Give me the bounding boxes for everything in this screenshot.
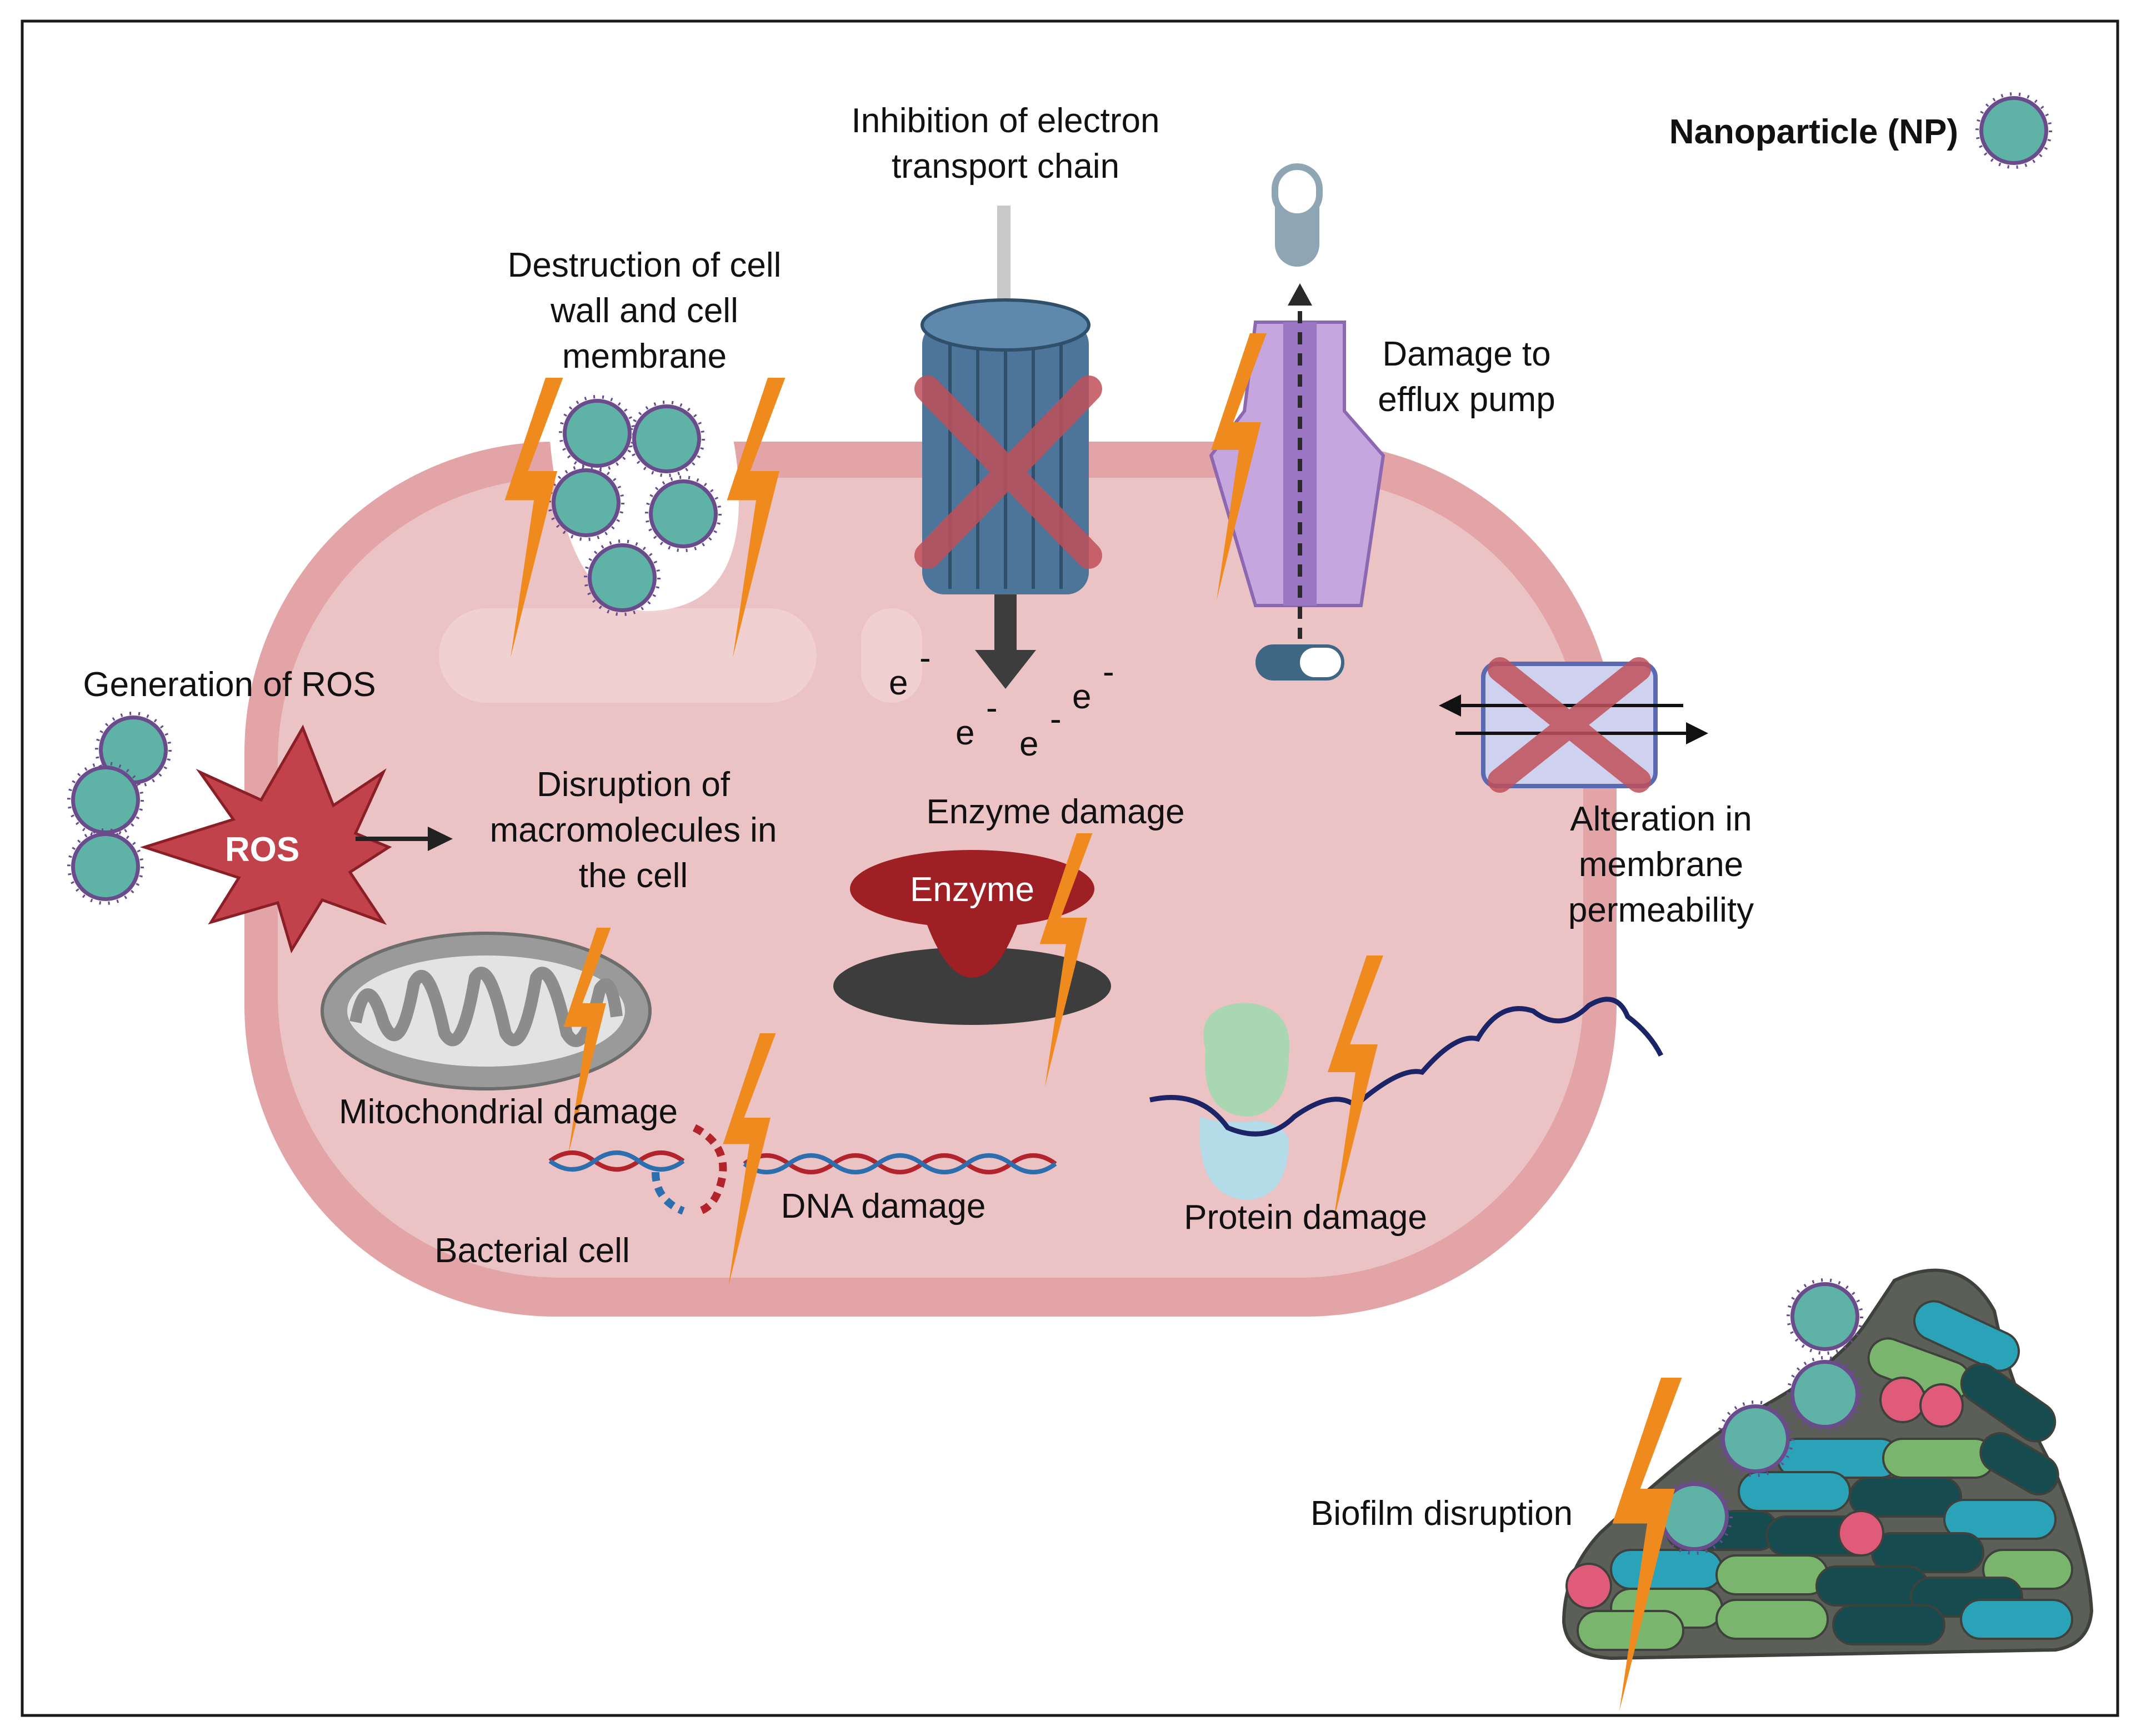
efflux-label-line2: efflux pump [1378, 381, 1555, 419]
cell-membrane-highlight-2 [861, 608, 922, 703]
dna-right-red [743, 1153, 1057, 1174]
electrons: e - e - e - e - [889, 639, 1114, 763]
dna-left-red [548, 1150, 685, 1172]
efflux-arrow-head [1288, 283, 1312, 306]
dna-left-blue [548, 1150, 685, 1172]
electron-4: e [1072, 678, 1091, 716]
electron-4-charge: - [1103, 653, 1114, 691]
etc-top [921, 298, 1090, 352]
wall-label-line1: Destruction of cell [508, 246, 782, 284]
electron-1: e [889, 664, 908, 702]
ros-burst-label: ROS [225, 831, 299, 869]
electron-transport-chain [914, 206, 1102, 689]
biofilm [1562, 1268, 2094, 1711]
ros-generation-label: Generation of ROS [83, 666, 376, 704]
protein-chain [1149, 997, 1664, 1137]
dna-broken-blue [652, 1172, 685, 1215]
mito-label: Mitochondrial damage [339, 1093, 678, 1131]
electron-3-charge: - [1050, 700, 1062, 738]
efflux-pump [1209, 163, 1385, 681]
mitochondrion [321, 928, 652, 1154]
enzyme-damage-label: Enzyme damage [926, 793, 1184, 831]
electron-2: e [956, 714, 974, 752]
permeability-label-line3: permeability [1568, 891, 1754, 929]
membrane-permeability [1439, 657, 1708, 793]
ros-arrow-head [428, 827, 453, 851]
etc-label-line2: transport chain [892, 147, 1119, 186]
etc-cross [914, 376, 1102, 569]
ros-burst [139, 724, 392, 954]
legend-label: Nanoparticle (NP) [1669, 113, 1958, 151]
enzyme-body [850, 850, 1094, 928]
biofilm-label: Biofilm disruption [1310, 1494, 1573, 1533]
enzyme-group [833, 833, 1111, 1087]
enzyme-substrate [833, 947, 1111, 1025]
permeability-cross [1488, 657, 1651, 793]
permeability-arrow-out-head [1686, 722, 1708, 744]
efflux-capsule-top-light [1272, 163, 1323, 220]
enzyme-label: Enzyme [910, 870, 1034, 909]
protein-blue [1199, 1117, 1289, 1200]
permeability-label-line2: membrane [1579, 846, 1743, 884]
protein-green [1203, 1003, 1289, 1117]
cell-membrane-highlight [439, 608, 817, 703]
etc-arrow-head [975, 650, 1036, 689]
electron-1-charge: - [919, 639, 931, 677]
protein-group [1149, 955, 1664, 1222]
efflux-label-line1: Damage to [1382, 335, 1550, 373]
wall-label-line2: wall and cell [550, 292, 738, 330]
macro-label-line2: macromolecules in [490, 811, 777, 849]
electron-2-charge: - [986, 689, 998, 727]
etc-stalk [997, 206, 1011, 317]
ros-generation [69, 713, 453, 954]
etc-arrow-shaft [994, 594, 1017, 656]
etc-label-line1: Inhibition of electron [852, 102, 1160, 140]
wall-destruction-group [504, 378, 786, 658]
dna-right-blue [743, 1153, 1057, 1174]
macro-label-line1: Disruption of [537, 766, 731, 804]
dna-broken-red [692, 1124, 727, 1215]
permeability-arrow-in-head [1439, 694, 1461, 717]
macro-label-line3: the cell [579, 857, 688, 895]
electron-3: e [1019, 725, 1038, 763]
efflux-capsule-bottom-light [1300, 648, 1341, 677]
dna-label: DNA damage [781, 1187, 986, 1225]
bacterial-cell-label: Bacterial cell [434, 1232, 629, 1270]
mito-cristae [349, 967, 623, 1047]
dna-strands [548, 1033, 1057, 1287]
protein-label: Protein damage [1184, 1198, 1427, 1237]
permeability-label-line1: Alteration in [1570, 800, 1752, 838]
wall-label-line3: membrane [562, 337, 727, 376]
enzyme-stem [922, 911, 1022, 978]
